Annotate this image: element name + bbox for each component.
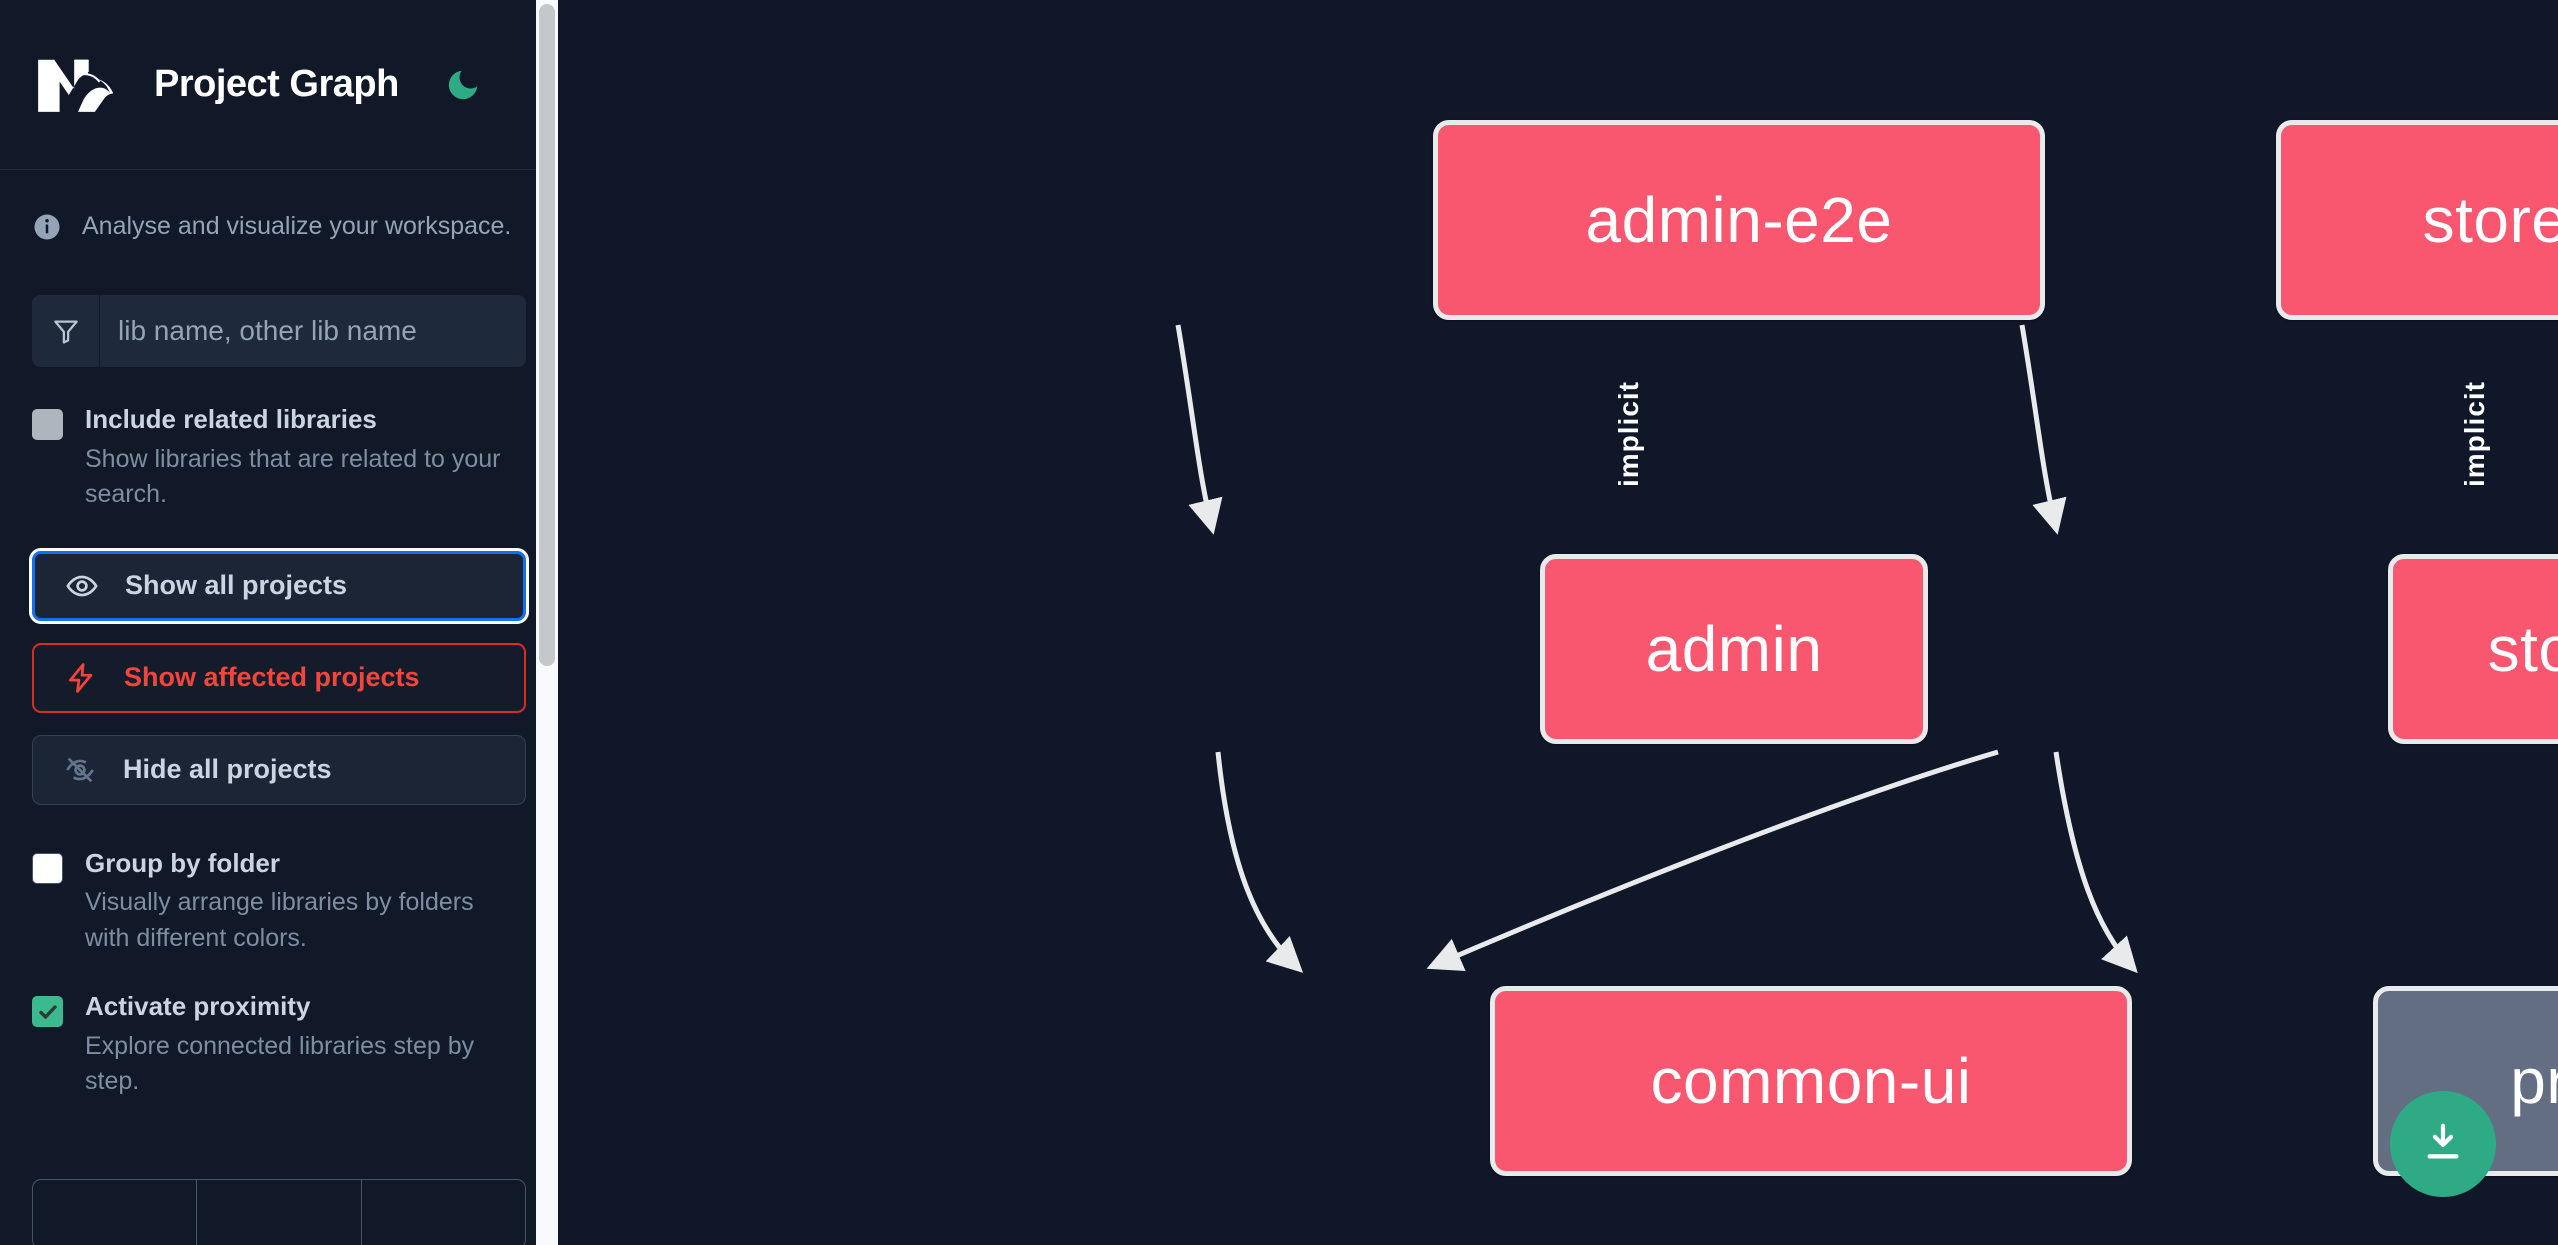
graph-node-store[interactable]: store	[2388, 554, 2558, 744]
node-label: admin	[1645, 613, 1823, 685]
checkbox-description: Show libraries that are related to your …	[85, 444, 501, 509]
checkbox-indicator[interactable]	[32, 996, 63, 1027]
info-icon	[32, 212, 62, 247]
segment-option-2[interactable]	[197, 1180, 362, 1245]
download-graph-button[interactable]	[2390, 1091, 2496, 1197]
checkbox-label: Group by folder	[85, 847, 280, 878]
checkbox-indicator[interactable]	[32, 409, 63, 440]
checkbox-description: Visually arrange libraries by folders wi…	[85, 888, 474, 952]
moon-icon[interactable]	[441, 63, 485, 107]
download-icon	[2420, 1120, 2466, 1169]
lightning-bolt-icon	[64, 661, 98, 695]
node-label: store	[2487, 613, 2558, 685]
checkbox-activate-proximity[interactable]: Activate proximity Explore connected lib…	[0, 956, 558, 1100]
graph-node-store-e2e[interactable]: store-e2e	[2276, 120, 2558, 320]
node-label: store-e2e	[2422, 184, 2558, 256]
eye-icon	[65, 569, 99, 603]
checkbox-indicator[interactable]	[32, 852, 63, 884]
node-label: admin-e2e	[1585, 184, 1893, 256]
edge-admin-e2e-to-admin	[1175, 324, 1223, 535]
node-label: common-ui	[1650, 1045, 1972, 1117]
checkbox-description: Explore connected libraries step by step…	[85, 1031, 475, 1096]
segment-option-1[interactable]	[33, 1180, 198, 1245]
button-label: Show all projects	[125, 570, 348, 600]
tagline-text: Analyse and visualize your workspace.	[82, 212, 512, 240]
show-affected-projects-button[interactable]: Show affected projects	[32, 642, 526, 713]
checkbox-label: Activate proximity	[85, 991, 311, 1021]
page-title: Project Graph	[154, 63, 399, 105]
checkbox-label: Include related libraries	[85, 404, 377, 434]
show-all-projects-button[interactable]: Show all projects	[29, 547, 529, 624]
graph-node-admin[interactable]: admin	[1540, 554, 1928, 744]
sidebar-scrollbar-thumb[interactable]	[539, 4, 555, 666]
segmented-control[interactable]	[32, 1179, 526, 1245]
edge-store-to-common-ui	[1426, 749, 1999, 971]
graph-node-common-ui[interactable]: common-ui	[1490, 986, 2132, 1176]
filter-search-box[interactable]	[32, 295, 526, 367]
button-label: Hide all projects	[123, 754, 332, 784]
edge-store-to-products	[2053, 751, 2138, 974]
workspace-tagline: Analyse and visualize your workspace.	[0, 170, 558, 247]
funnel-icon	[32, 295, 100, 367]
sidebar: Project Graph Analyse and visualize your…	[0, 0, 558, 1245]
graph-canvas[interactable]: admin-e2e store-e2e admin store common-u…	[558, 0, 2558, 1245]
graph-action-buttons: Show all projects Show affected projects	[0, 513, 558, 805]
edge-admin-to-common-ui	[1215, 751, 1304, 973]
sidebar-scrollbar-track[interactable]	[536, 0, 558, 1245]
eye-off-icon	[63, 753, 97, 787]
checkbox-group-by-folder[interactable]: Group by folder Visually arrange librari…	[0, 805, 558, 957]
edge-label-implicit-store: implicit	[2459, 380, 2491, 488]
graph-node-admin-e2e[interactable]: admin-e2e	[1433, 120, 2045, 320]
edge-label-implicit-admin: implicit	[1613, 380, 1645, 488]
nx-logo-icon	[32, 55, 124, 115]
segment-option-3[interactable]	[362, 1180, 525, 1245]
button-label: Show affected projects	[124, 662, 420, 692]
hide-all-projects-button[interactable]: Hide all projects	[32, 734, 526, 805]
checkbox-include-related-libraries[interactable]: Include related libraries Show libraries…	[0, 367, 558, 513]
node-label: products	[2510, 1045, 2558, 1117]
edge-store-e2e-to-store	[2019, 324, 2067, 535]
sidebar-header: Project Graph	[0, 0, 558, 170]
search-input[interactable]	[100, 295, 526, 367]
